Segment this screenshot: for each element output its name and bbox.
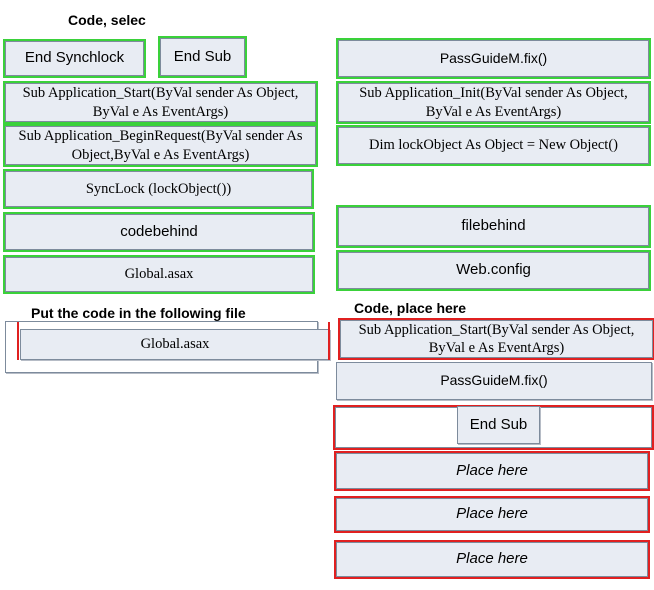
code-section-label: Code, place here xyxy=(354,300,467,316)
code-slot-1[interactable]: Sub Application_Start(ByVal sender As Ob… xyxy=(338,318,654,360)
source-application-init[interactable]: Sub Application_Init(ByVal sender As Obj… xyxy=(336,81,651,124)
source-filebehind[interactable]: filebehind xyxy=(336,205,651,248)
source-application-start[interactable]: Sub Application_Start(ByVal sender As Ob… xyxy=(3,81,318,124)
code-slot-5[interactable]: Place here xyxy=(334,496,650,533)
file-drop-marker-right xyxy=(328,322,330,360)
source-end-synchlock[interactable]: End Synchlock xyxy=(3,39,146,78)
code-select-label: Code, selec xyxy=(68,12,146,28)
source-begin-request[interactable]: Sub Application_BeginRequest(ByVal sende… xyxy=(3,124,318,167)
source-web-config[interactable]: Web.config xyxy=(336,250,651,291)
file-section-label: Put the code in the following file xyxy=(31,305,246,321)
code-slot-6[interactable]: Place here xyxy=(334,540,650,579)
source-codebehind[interactable]: codebehind xyxy=(3,212,315,252)
source-synclock[interactable]: SyncLock (lockObject()) xyxy=(3,169,314,209)
file-drop-target[interactable]: Global.asax xyxy=(20,329,330,360)
source-global-asax[interactable]: Global.asax xyxy=(3,255,315,294)
file-drop-marker-left xyxy=(17,322,19,360)
code-slot-2[interactable]: PassGuideM.fix() xyxy=(336,362,652,400)
code-slot-3[interactable]: End Sub xyxy=(457,406,540,444)
source-dim-lock-object[interactable]: Dim lockObject As Object = New Object() xyxy=(336,125,651,166)
code-slot-4[interactable]: Place here xyxy=(334,451,650,491)
source-end-sub[interactable]: End Sub xyxy=(158,36,247,78)
source-passguide-fix[interactable]: PassGuideM.fix() xyxy=(336,38,651,79)
